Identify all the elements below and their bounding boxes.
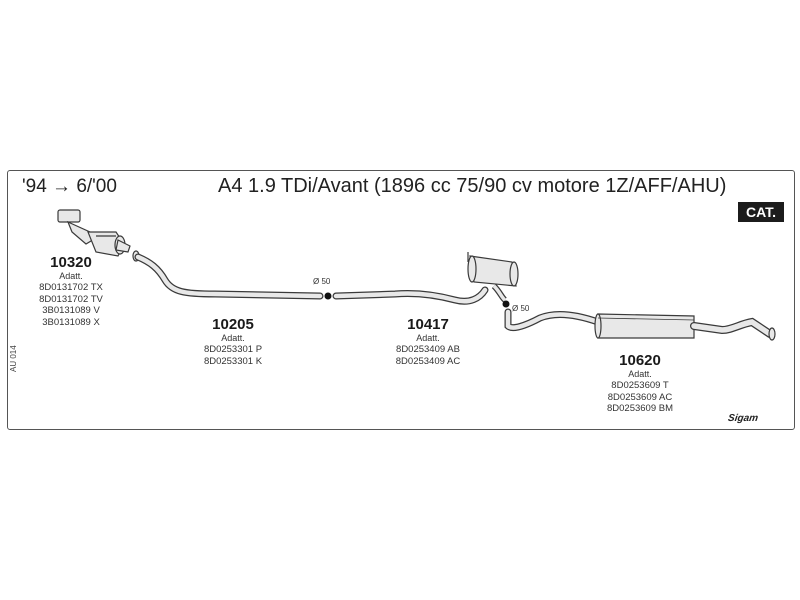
part-10620: 10620 Adatt. 8D0253609 T 8D0253609 AC 8D… <box>592 352 688 415</box>
part-number: 10417 <box>407 316 449 333</box>
part-ref: 3B0131089 V <box>42 305 100 316</box>
side-code: AU 014 <box>9 345 18 372</box>
part-10417: 10417 Adatt. 8D0253409 AB 8D0253409 AC <box>380 316 476 367</box>
part-10320: 10320 Adatt. 8D0131702 TX 8D0131702 TV 3… <box>28 254 114 328</box>
cat-badge: CAT. <box>738 202 784 222</box>
year-range: '94 → 6/'00 <box>22 176 117 197</box>
part-ref: 8D0253301 K <box>203 355 263 367</box>
part-ref: 8D0253409 AC <box>395 355 461 367</box>
part-number: 10205 <box>212 316 254 333</box>
part-ref: 8D0253409 AB <box>396 344 460 355</box>
part-ref: 8D0253609 BM <box>606 403 674 414</box>
part-number: 10320 <box>50 254 92 271</box>
part-ref: 8D0253609 T <box>611 380 669 391</box>
catalytic-converter <box>57 209 131 257</box>
rear-silencer <box>504 308 776 341</box>
part-ref: 8D0253301 P <box>203 344 263 355</box>
part-note: Adatt. <box>59 271 83 281</box>
part-note: Adatt. <box>416 333 440 343</box>
vehicle-title: A4 1.9 TDi/Avant (1896 cc 75/90 cv motor… <box>218 175 727 197</box>
part-10205: 10205 Adatt. 8D0253301 P 8D0253301 K <box>190 316 276 367</box>
part-ref: 8D0131702 TV <box>39 293 103 305</box>
brand-logo: Sigam <box>727 413 759 424</box>
centre-silencer-pipe <box>332 252 519 308</box>
part-ref: 8D0253609 AC <box>607 391 673 403</box>
part-number: 10620 <box>619 352 661 369</box>
diameter-label: Ø 50 <box>512 304 530 313</box>
part-note: Adatt. <box>221 333 245 343</box>
part-note: Adatt. <box>628 369 652 379</box>
diagram-panel <box>7 170 795 430</box>
part-ref: 3B0131089 X <box>42 316 100 328</box>
front-pipe <box>132 250 332 300</box>
diameter-label: Ø 50 <box>313 277 331 286</box>
part-ref: 8D0131702 TX <box>39 282 103 293</box>
